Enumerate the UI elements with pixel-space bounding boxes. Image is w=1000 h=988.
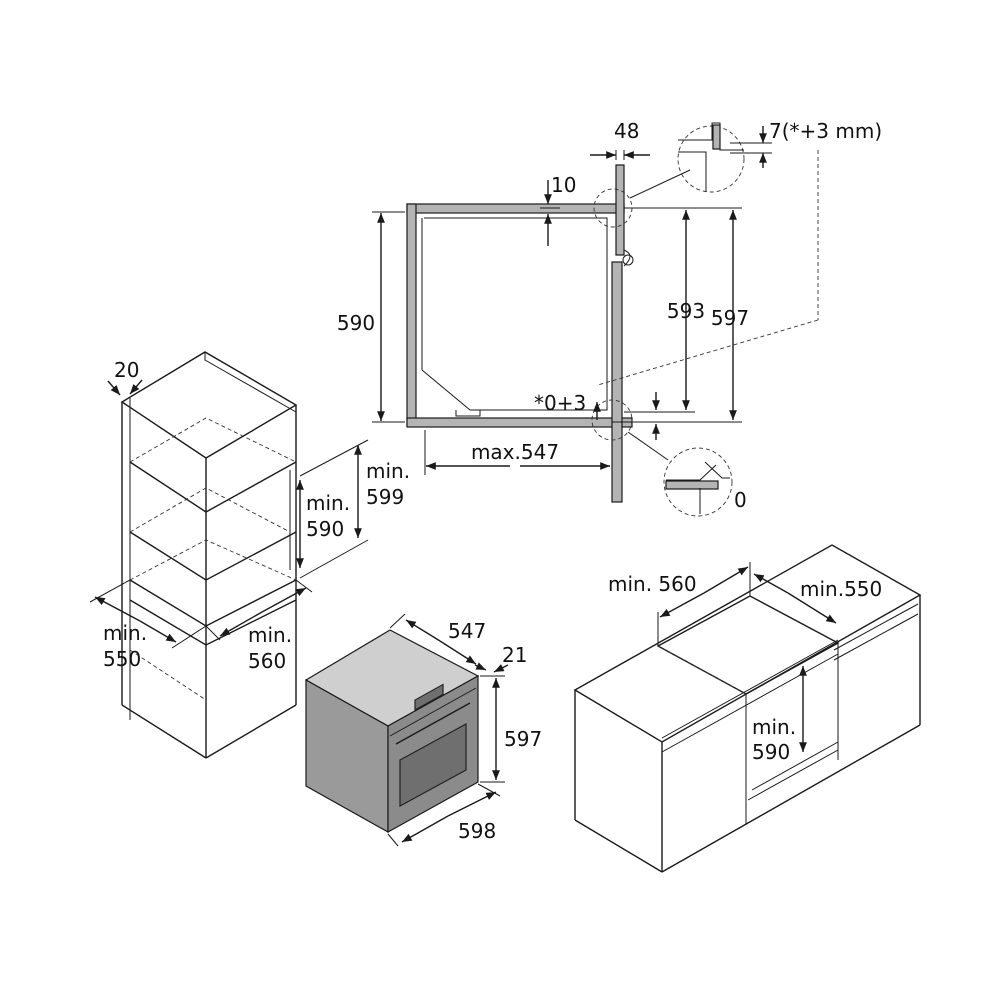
cabinet-top-panel (406, 203, 625, 214)
front-frame-lower (611, 261, 623, 503)
dim-590-label: 590 (337, 311, 375, 335)
dim-0-3-label: *0+3 (534, 391, 586, 415)
dim-min599-line1: min. (366, 459, 410, 483)
dim-min590-line2: 590 (306, 517, 344, 541)
dim-48-label: 48 (614, 119, 639, 143)
dim-20-label: 20 (114, 358, 139, 382)
cross-section-view: 48 7(*+3 mm) 10 590 593 597 *0+3 (337, 119, 882, 517)
dim-min560-line1: min. (248, 623, 292, 647)
dim-min560-line2: 560 (248, 649, 286, 673)
dim-593-label: 593 (667, 299, 705, 323)
oven-door-window (399, 722, 467, 808)
dim-597-oven-label: 597 (504, 727, 542, 751)
dim-min599-line2: 599 (366, 485, 404, 509)
dim-min590-line1: min. (306, 491, 350, 515)
oven-control-display (414, 683, 444, 711)
detail-magnified-top (677, 122, 772, 193)
dim-min590-base-line1: min. (752, 715, 796, 739)
detail-circle-bottom (591, 399, 633, 441)
dim-min550-base-label: min.550 (800, 577, 882, 601)
dim-7-label: 7(*+3 mm) (769, 119, 882, 143)
dim-547-label: 547 (448, 619, 486, 643)
oven-door-handle (395, 702, 471, 745)
detail-magnified-bottom (663, 447, 733, 517)
dim-0-label: 0 (734, 488, 747, 512)
dim-min590-base-line2: 590 (752, 740, 790, 764)
dim-min550-line2: 550 (103, 647, 141, 671)
oven-view: 547 21 597 598 (304, 613, 542, 847)
cabinet-bottom-panel (406, 417, 633, 428)
dim-min550-line1: min. (103, 621, 147, 645)
dim-10-label: 10 (551, 173, 576, 197)
cabinet-back-panel (406, 203, 417, 427)
dim-597-label: 597 (711, 306, 749, 330)
front-frame-upper (615, 164, 625, 256)
tall-cabinet-view: 20 min. 599 min. 590 min. 550 min. 560 (89, 351, 410, 759)
oven-inner-outline (421, 217, 608, 411)
dim-21-label: 21 (502, 643, 527, 667)
dim-min560-base-label: min. 560 (608, 572, 697, 596)
base-cabinet-view: min. 560 min.550 min. 590 (573, 544, 922, 873)
dim-max547-label: max.547 (471, 440, 559, 464)
dim-598-label: 598 (458, 819, 496, 843)
